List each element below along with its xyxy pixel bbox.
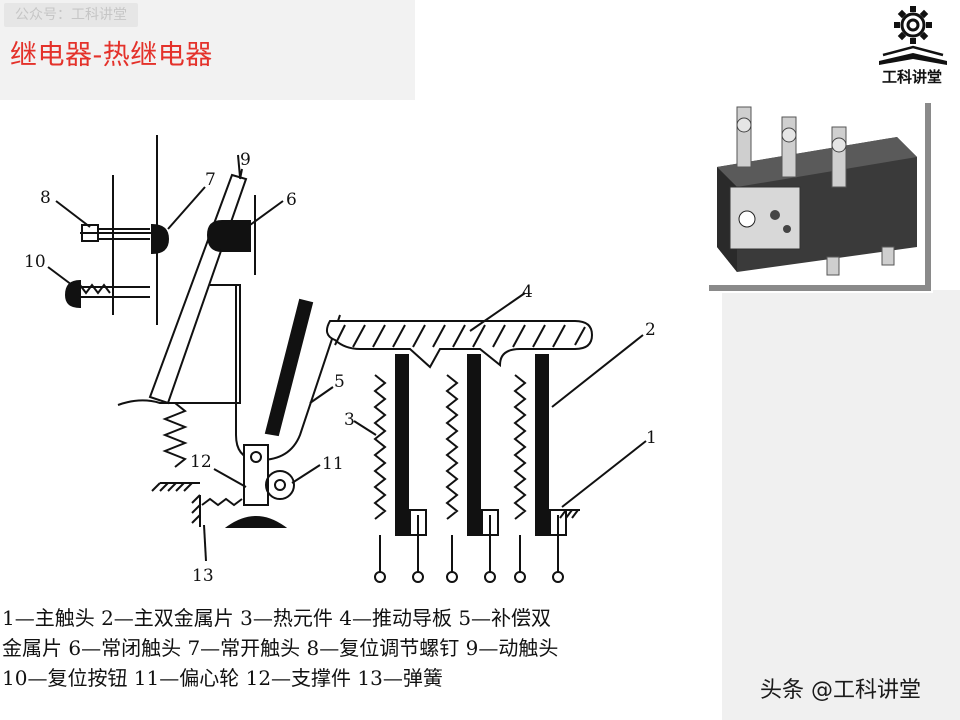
callout-label: 1: [646, 428, 657, 448]
logo-text: 工科讲堂: [881, 68, 942, 86]
legend-line: 1—主触头 2—主双金属片 3—热元件 4—推动导板 5—补偿双: [2, 606, 552, 630]
page-title: 继电器-热继电器: [10, 40, 213, 71]
credit-label: 头条 @工科讲堂: [760, 678, 921, 703]
callout-label: 4: [522, 282, 533, 302]
legend-line: 10—复位按钮 11—偏心轮 12—支撑件 13—弹簧: [2, 666, 443, 690]
callout-label: 8: [40, 188, 51, 208]
relay-photo-image: [705, 101, 933, 293]
callout-label: 3: [344, 410, 355, 430]
callout-label: 13: [192, 566, 214, 586]
gear-book-logo-icon: [879, 6, 947, 65]
callout-label: 2: [645, 320, 656, 340]
watermark-label: 公众号：工科讲堂: [4, 3, 138, 27]
legend-line: 金属片 6—常闭触头 7—常开触头 8—复位调节螺钉 9—动触头: [2, 636, 559, 660]
callout-label: 9: [240, 150, 251, 170]
callout-label: 11: [322, 454, 344, 474]
thermal-relay-schematic: 8 7 6 9 10 4 2 5 3 1 11 12 13: [24, 135, 657, 586]
callout-label: 12: [190, 452, 212, 472]
callout-label: 7: [205, 170, 216, 190]
callout-label: 10: [24, 252, 46, 272]
right-panel: [722, 290, 960, 720]
callout-label: 5: [334, 372, 345, 392]
legend: 1—主触头 2—主双金属片 3—热元件 4—推动导板 5—补偿双 金属片 6—常…: [2, 603, 722, 693]
callout-label: 6: [286, 190, 297, 210]
